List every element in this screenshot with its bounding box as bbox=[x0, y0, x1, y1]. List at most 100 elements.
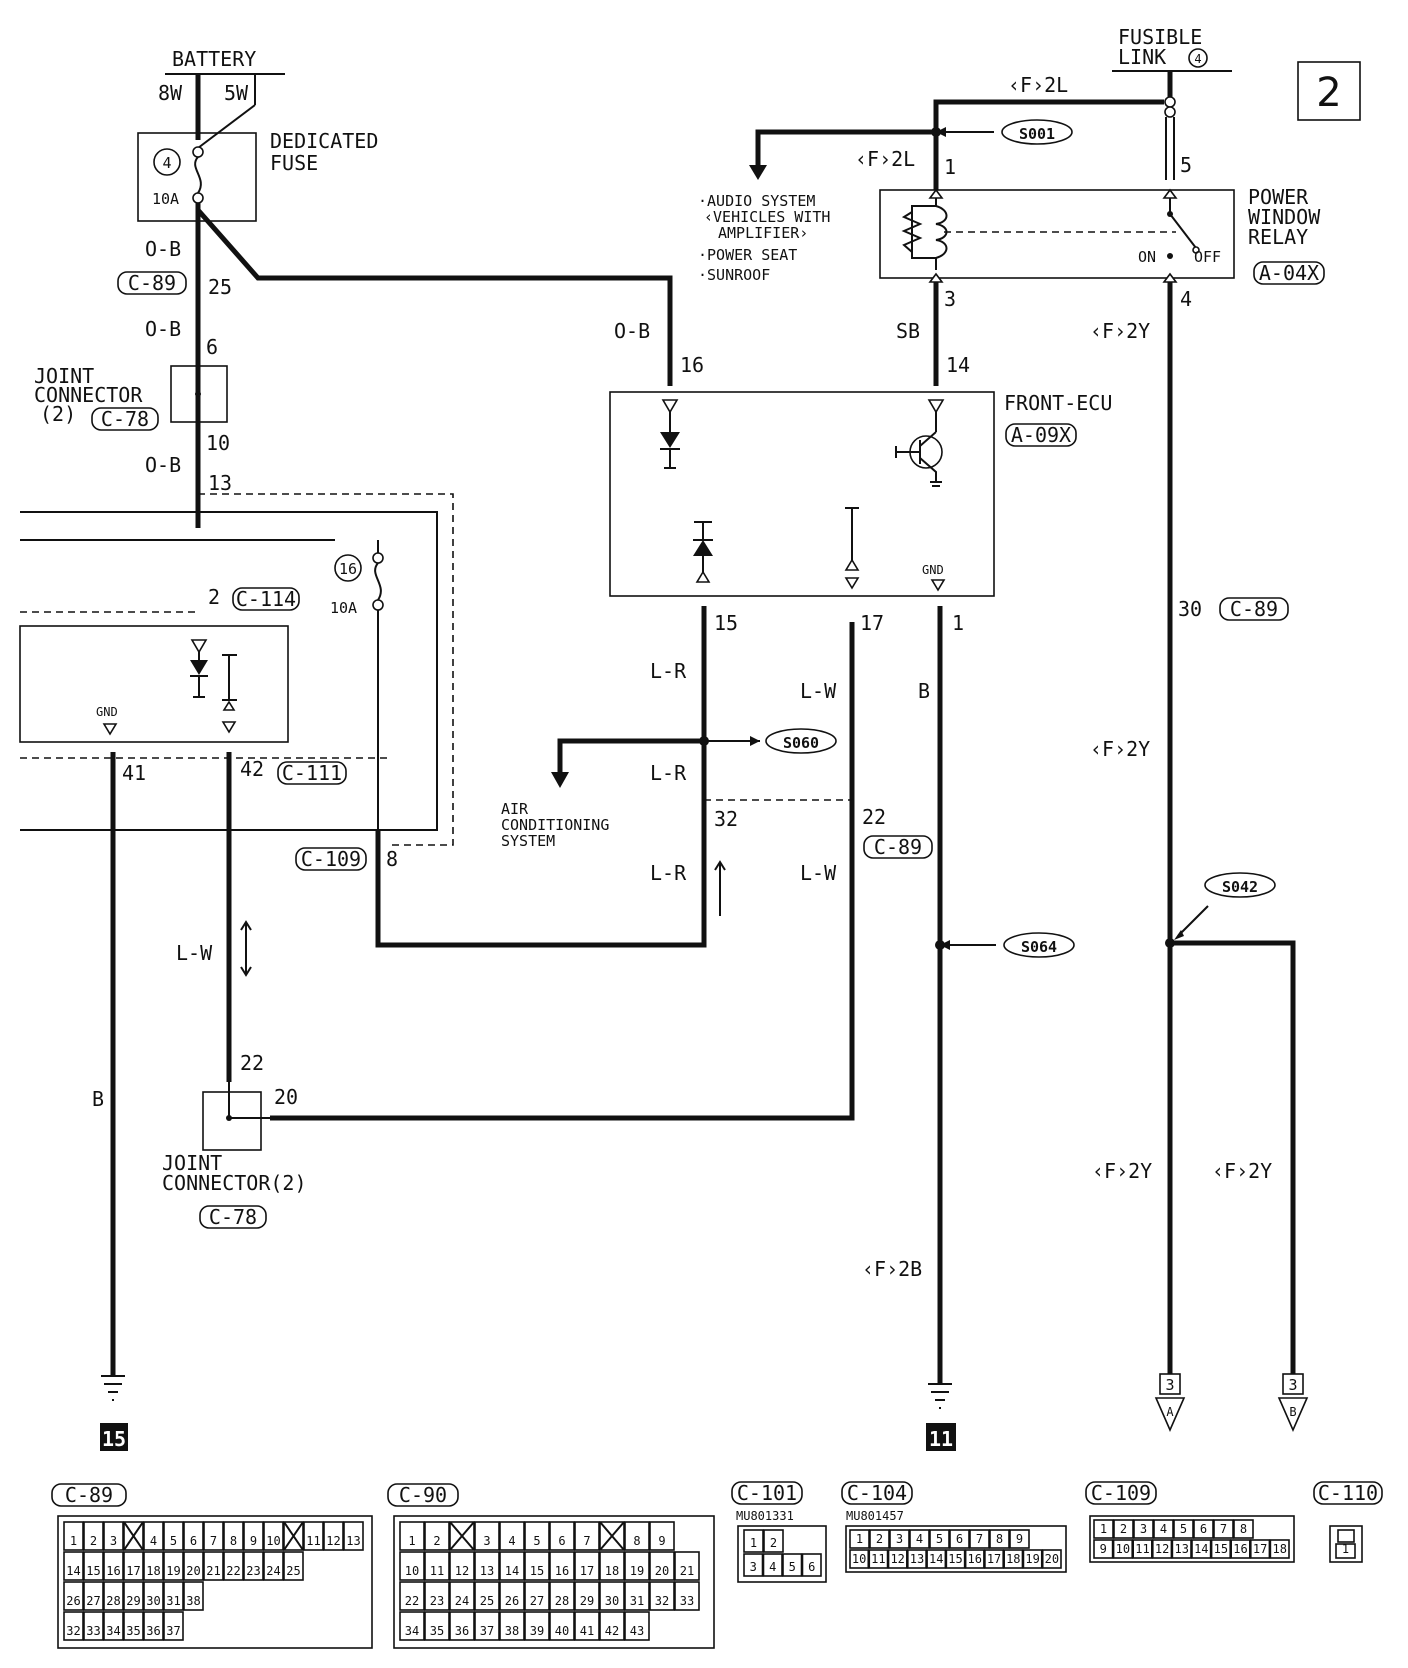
connector-pin-number: 32 bbox=[66, 1624, 80, 1638]
connector-pin-cell bbox=[123, 1581, 144, 1611]
connector-pin-number: 1 bbox=[70, 1534, 77, 1548]
connector-pin-cell bbox=[574, 1581, 600, 1611]
connector-pin-cell bbox=[449, 1611, 475, 1641]
connector-pin-number: 14 bbox=[1194, 1542, 1208, 1556]
connector-pin-number: 12 bbox=[1155, 1542, 1169, 1556]
connector-pin-cell bbox=[649, 1521, 675, 1551]
ref-b-triangle bbox=[1277, 1397, 1309, 1432]
joint-connector-label-3: (2) bbox=[40, 402, 76, 426]
connector-view-c104-shell bbox=[845, 1525, 1067, 1573]
connector-c111: C-111 bbox=[282, 761, 342, 785]
connector-pin-cell bbox=[549, 1611, 575, 1641]
connector-c110-pin-grid: 1 bbox=[1335, 1542, 1356, 1559]
connector-pin-number: 15 bbox=[530, 1564, 544, 1578]
connector-pin-number: 5 bbox=[1180, 1522, 1187, 1536]
connector-pin-number: 9 bbox=[1100, 1542, 1107, 1556]
connector-c89-tag-c bbox=[1219, 597, 1289, 621]
relay-terminal-5 bbox=[1162, 188, 1178, 199]
connector-pin-number: 8 bbox=[996, 1532, 1003, 1546]
connector-view-c90-shell bbox=[393, 1515, 715, 1649]
connector-pin-cell bbox=[1233, 1519, 1254, 1539]
connector-pin-number: 3 bbox=[110, 1534, 117, 1548]
relay-coil-resistor-loop bbox=[911, 198, 937, 270]
connector-pin-cell bbox=[143, 1581, 164, 1611]
connector-pin-cell bbox=[103, 1521, 124, 1551]
ground-15-box bbox=[100, 1423, 128, 1451]
connector-c89-a: C-89 bbox=[128, 271, 176, 295]
connector-pin-number: 15 bbox=[1214, 1542, 1228, 1556]
connector-pin-cell bbox=[599, 1581, 625, 1611]
connector-pin-number: 2 bbox=[1120, 1522, 1127, 1536]
connector-pin-cell bbox=[103, 1611, 124, 1641]
connector-pin-cell bbox=[303, 1521, 324, 1551]
connector-pin-cell bbox=[1003, 1549, 1024, 1569]
connector-pin-cell bbox=[909, 1529, 930, 1549]
connector-pin-cell bbox=[763, 1529, 784, 1553]
connector-pin-cell bbox=[599, 1521, 625, 1551]
splice-s064: S064 bbox=[1021, 938, 1057, 956]
connector-pin-number: 14 bbox=[66, 1564, 80, 1578]
connector-pin-number: 7 bbox=[583, 1534, 590, 1548]
connector-view-c89-label: C-89 bbox=[65, 1483, 113, 1507]
pin-10: 10 bbox=[206, 431, 230, 455]
connector-c109-tag bbox=[295, 847, 367, 871]
module-c114 bbox=[19, 625, 289, 743]
connector-pin-number: 18 bbox=[1006, 1552, 1020, 1566]
ecu-diode-16 bbox=[660, 432, 680, 448]
connector-pin-number: 10 bbox=[1116, 1542, 1130, 1556]
fusible-link-number: 4 bbox=[1194, 52, 1201, 66]
connector-pin-cell bbox=[984, 1549, 1004, 1569]
connector-pin-cell bbox=[183, 1551, 204, 1581]
connector-pin-cell bbox=[83, 1521, 104, 1551]
connector-pin-cell bbox=[183, 1521, 204, 1551]
connector-view-c110: C-110 1 bbox=[1313, 1481, 1383, 1563]
connector-pin-number: 6 bbox=[190, 1534, 197, 1548]
connector-pin-number: 29 bbox=[126, 1594, 140, 1608]
connector-pin-number: 3 bbox=[483, 1534, 490, 1548]
connector-pin-cell bbox=[143, 1551, 164, 1581]
relay-contact-on bbox=[1167, 253, 1173, 259]
wire-sb-label: SB bbox=[896, 319, 920, 343]
wire-lr-to-ac bbox=[557, 738, 704, 772]
joint-connector-b-label-2: CONNECTOR(2) bbox=[162, 1171, 307, 1195]
pin-22a: 22 bbox=[240, 1051, 264, 1075]
fuse16-number: 16 bbox=[339, 560, 357, 578]
wire-8w: 8W bbox=[158, 81, 183, 105]
connector-pin-number: 19 bbox=[166, 1564, 180, 1578]
connector-pin-number: 22 bbox=[405, 1594, 419, 1608]
connector-pin-cell bbox=[163, 1521, 184, 1551]
connector-pin-cell bbox=[474, 1611, 500, 1641]
connector-pin-cell bbox=[63, 1521, 84, 1551]
connector-pin-cell bbox=[424, 1521, 450, 1551]
connector-pin-cell bbox=[1213, 1519, 1234, 1539]
wire-5w: 5W bbox=[224, 81, 249, 105]
fusible-link-circle bbox=[1188, 48, 1208, 68]
module-c114-terminal bbox=[190, 639, 208, 654]
ecu-transistor-legs bbox=[919, 431, 937, 482]
fusible-link-label-2: LINK bbox=[1118, 45, 1166, 69]
joint-node-top bbox=[195, 391, 201, 397]
audio-label-1: ·AUDIO SYSTEM bbox=[698, 192, 815, 210]
connector-pin-cell bbox=[624, 1611, 650, 1641]
connector-pin-number: 5 bbox=[936, 1532, 943, 1546]
connector-pin-cell bbox=[399, 1521, 425, 1551]
connector-pin-cell bbox=[123, 1551, 144, 1581]
connector-pin-cell bbox=[1193, 1519, 1214, 1539]
splice-s060-arrow bbox=[750, 736, 760, 746]
connector-pin-number: 5 bbox=[170, 1534, 177, 1548]
connector-pin-cell bbox=[599, 1611, 625, 1641]
connector-pin-number: 13 bbox=[346, 1534, 360, 1548]
pin-22b: 22 bbox=[862, 805, 886, 829]
ecu-terminal-16 bbox=[661, 399, 679, 414]
connector-pin-number: 14 bbox=[505, 1564, 519, 1578]
connector-pin-number: 33 bbox=[86, 1624, 100, 1638]
connector-pin-number: 33 bbox=[680, 1594, 694, 1608]
wire-lr-1: L-R bbox=[650, 659, 687, 683]
connector-pin-number: 18 bbox=[146, 1564, 160, 1578]
connector-a04x: A-04X bbox=[1259, 261, 1319, 285]
connector-view-c101-label: C-101 bbox=[737, 1481, 797, 1505]
